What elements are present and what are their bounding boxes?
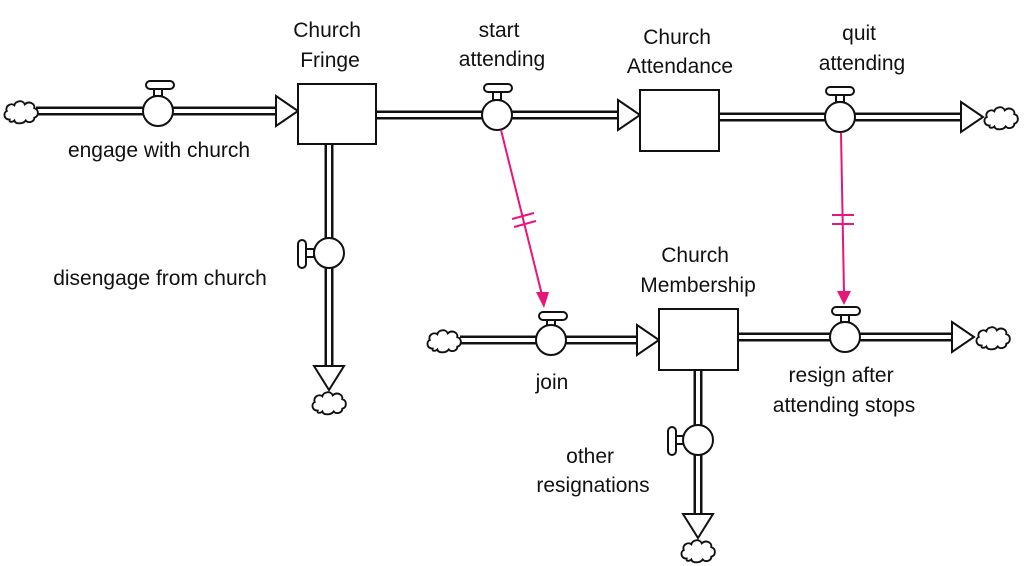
valve-disengage[interactable]: [297, 237, 345, 269]
label-engage-with-church: engage with church: [68, 139, 250, 162]
valve-join[interactable]: [535, 311, 568, 356]
cloud-source-join-icon: [426, 329, 462, 354]
label-disengage-from-church: disengage from church: [53, 267, 267, 290]
pipes: [36, 106, 964, 518]
links: [500, 129, 854, 308]
link-start-to-join[interactable]: [500, 129, 549, 308]
stock-church-fringe[interactable]: [297, 83, 377, 145]
valve-start-attending[interactable]: [481, 83, 513, 131]
arrowheads: [275, 94, 985, 540]
arrowhead-join: [636, 323, 661, 357]
stock-church-attendance[interactable]: [639, 89, 720, 152]
label-church-fringe: Church Fringe: [293, 19, 367, 72]
cloud-source-engage-icon: [3, 100, 39, 125]
label-start-attending: start attending: [459, 19, 545, 71]
label-quit-attending: quit attending: [819, 22, 905, 75]
label-resign-after-attending-stops: resign after attending stops: [773, 364, 915, 417]
valve-other-resignations[interactable]: [667, 424, 714, 456]
cloud-sink-quit-icon: [983, 106, 1019, 131]
stock-church-membership[interactable]: [658, 308, 739, 371]
link-quit-to-resign[interactable]: [832, 132, 854, 305]
arrowhead-resign: [951, 320, 976, 354]
cloud-sink-resign-icon: [975, 326, 1011, 351]
cloud-sink-disengage-icon: [311, 391, 347, 416]
valve-quit-attending[interactable]: [824, 86, 856, 133]
arrowhead-other-resignations: [681, 513, 715, 540]
arrowhead-disengage: [312, 365, 346, 392]
arrowhead-start: [617, 98, 642, 132]
valve-resign-after-attending-stops[interactable]: [829, 306, 861, 353]
label-join: join: [535, 371, 569, 394]
label-church-membership: Church Membership: [640, 244, 756, 297]
valves: [142, 80, 861, 456]
arrowhead-engage: [275, 94, 300, 128]
stocks: [297, 83, 739, 371]
arrowhead-quit: [960, 100, 985, 134]
labels: Church Fringe Church Attendance Church M…: [53, 19, 915, 497]
label-church-attendance: Church Attendance: [627, 26, 733, 78]
label-other-resignations: other resignations: [536, 445, 649, 497]
cloud-sink-other-resignations-icon: [680, 539, 716, 564]
valve-engage[interactable]: [142, 80, 175, 127]
